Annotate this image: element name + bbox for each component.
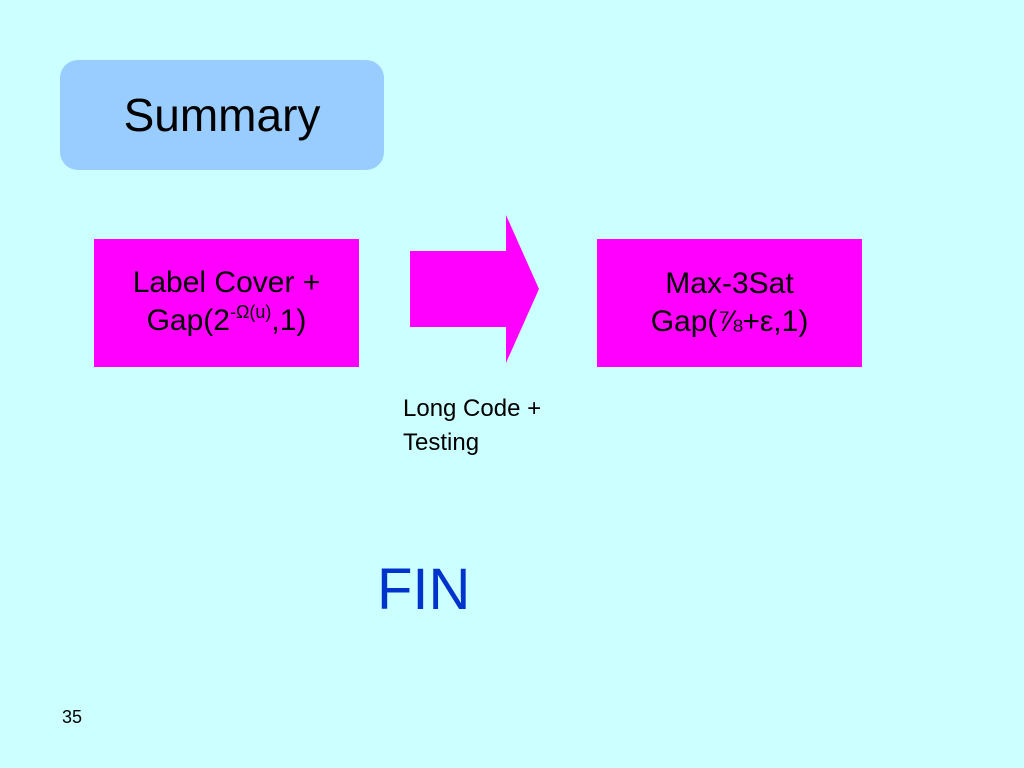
page-number: 35 — [62, 707, 83, 727]
max-3sat-box: Max-3Sat Gap(⅞+ε,1) — [597, 239, 862, 367]
gap-prefix: Gap(2 — [146, 303, 230, 337]
right-arrow-icon — [410, 215, 539, 363]
slide-title: Summary — [123, 89, 321, 141]
max-3sat-line2: Gap(⅞+ε,1) — [650, 305, 809, 338]
gap-suffix: ,1) — [271, 303, 307, 337]
arrow-label: Long Code + Testing — [403, 392, 541, 460]
arrow-label-line1: Long Code + — [403, 395, 542, 422]
label-cover-line1: Label Cover + — [132, 265, 321, 299]
label-cover-box: Label Cover + Gap(2-Ω(u),1) — [94, 239, 359, 367]
max-3sat-line1: Max-3Sat — [665, 267, 794, 300]
fin-text: FIN — [377, 557, 471, 622]
gap-exponent: -Ω(u) — [229, 301, 272, 322]
title-box: Summary — [60, 60, 384, 170]
arrow-label-line2: Testing — [403, 429, 480, 456]
label-cover-line2: Gap(2-Ω(u),1) — [147, 302, 307, 343]
